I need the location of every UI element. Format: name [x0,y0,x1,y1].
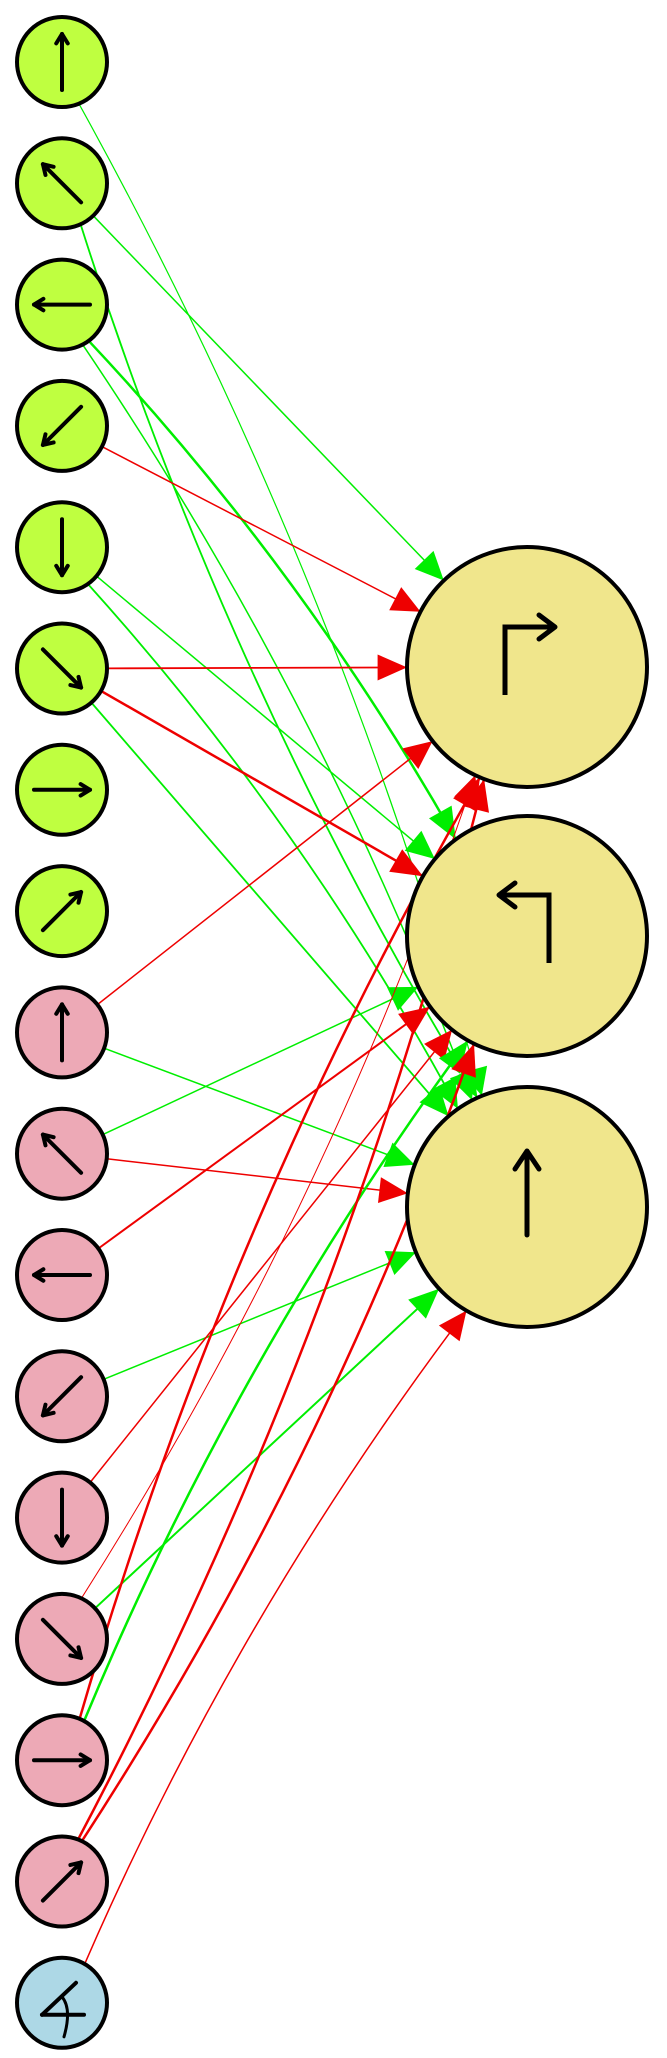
edge-negative [97,1005,431,1250]
arrow-up-right-icon [40,890,84,933]
input-node-b-down-right [15,1591,109,1686]
input-node-b-up [15,985,109,1080]
arrow-up-icon [54,32,70,92]
connection-edges [76,103,489,1965]
edge-arrowhead [402,741,433,769]
edge-arrowhead [419,1085,449,1117]
edge-positive [79,224,479,1099]
edge-negative [84,1310,468,1965]
arrow-right-icon [32,1752,92,1768]
edge-negative [78,776,482,1720]
straight-arrow-icon [512,1148,542,1238]
turn-left-arrow-icon [496,880,552,963]
input-node-b-up-right [15,1834,109,1929]
turn-right-arrow-icon [502,612,558,695]
input-node-b-down [15,1470,109,1565]
edge-positive [103,1047,415,1166]
edge-arrowhead [389,849,423,877]
output-node-straight [405,1085,649,1329]
arrow-left-icon [32,296,92,313]
edge-negative [100,689,424,878]
arrow-down-right-icon [40,647,84,690]
edge-arrowhead [389,587,421,612]
edge-positive [103,1251,417,1380]
input-node-b-down-left [15,1349,109,1444]
edge-arrowhead [398,1006,430,1035]
edge-positive [94,1287,440,1610]
arrow-down-icon [54,517,70,578]
arrow-right-icon [32,782,92,798]
angle-icon-icon [40,1980,86,2039]
edge-arrowhead [438,1310,467,1342]
edge-positive [87,339,457,841]
output-node-turn-right [405,545,649,789]
edge-positive [90,702,450,1117]
arrow-down-left-icon [40,404,84,447]
edge-positive [81,344,473,1101]
output-node-turn-left [405,814,649,1058]
input-node-a-up [15,15,109,109]
arrow-up-icon [54,1002,70,1063]
input-node-a-up-right [15,864,109,959]
edge-positive [102,986,419,1136]
edge-arrowhead [414,550,444,581]
input-node-a-down-left [15,378,109,473]
arrow-up-left-icon [40,162,84,205]
edge-positive [87,583,459,1110]
edge-arrowhead [451,1043,476,1078]
edge-positive [96,575,436,860]
edge-arrowhead [378,1177,408,1203]
input-node-a-up-left [15,136,109,231]
edge-arrowhead [463,779,489,813]
output-layer [405,545,649,1329]
input-layer [15,15,109,2050]
arrow-left-icon [32,1267,92,1283]
edge-negative [101,445,421,613]
arrow-up-right-icon [40,1860,84,1903]
arrow-down-right-icon [40,1617,84,1660]
input-node-b-left [15,1228,109,1322]
edge-positive [92,215,445,582]
edge-arrowhead [449,1069,475,1101]
edge-negative [89,1029,453,1483]
input-node-b-up-left [15,1106,109,1201]
input-node-a-down-right [15,621,109,716]
input-node-a-left [15,257,109,352]
input-node-a-right [15,742,109,837]
edge-arrowhead [424,1029,453,1061]
edge-arrowhead [377,654,407,681]
edge-arrowhead [432,1076,458,1109]
arrow-up-left-icon [40,1132,84,1175]
edge-negative [106,666,408,670]
arrow-down-left-icon [40,1375,84,1418]
edge-arrowhead [387,986,419,1011]
edge-arrowhead [408,1288,440,1319]
edge-positive [82,1039,470,1722]
edge-arrowhead [429,805,456,840]
edge-negative [106,1158,408,1195]
edge-negative [96,740,434,1006]
edge-arrowhead [404,830,435,859]
input-node-bias [15,1955,109,2050]
arrow-down-icon [54,1487,70,1548]
input-node-b-right [15,1713,109,1808]
input-node-a-down [15,500,109,595]
